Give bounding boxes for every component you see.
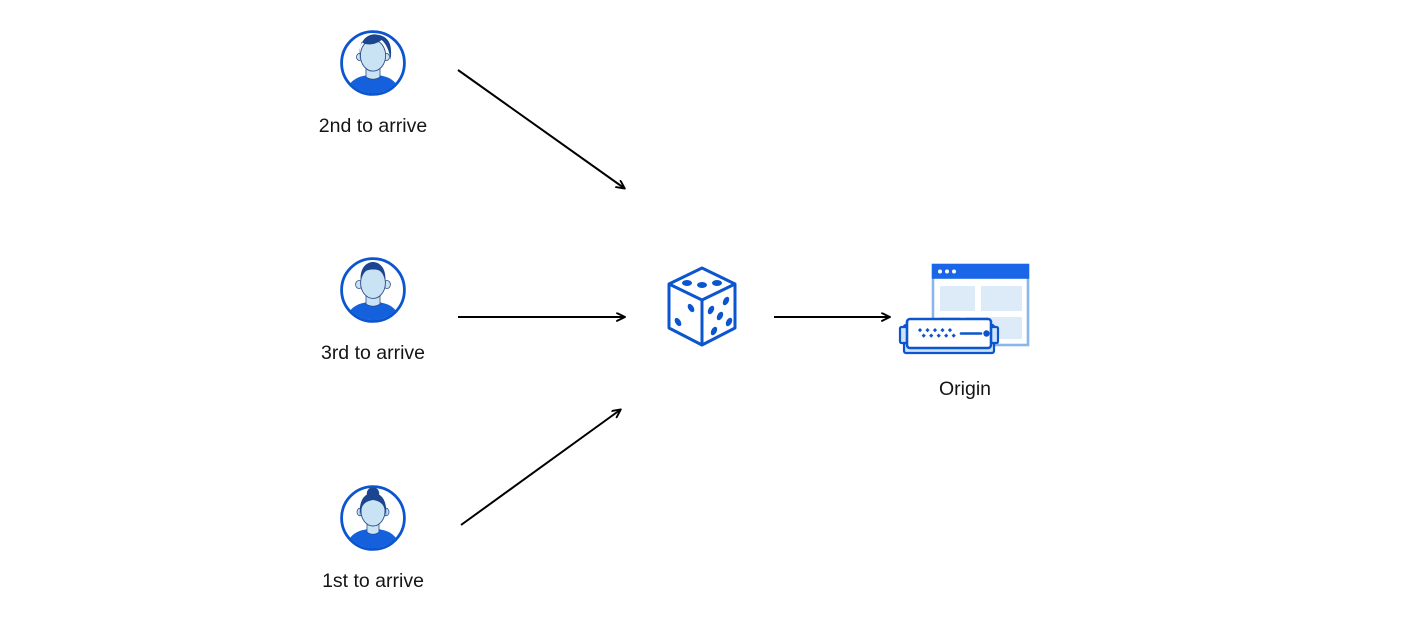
node-label-origin: Origin bbox=[938, 378, 992, 400]
node-user-first: 1st to arrive bbox=[293, 484, 453, 592]
node-origin: Origin bbox=[885, 261, 1045, 400]
dice-icon bbox=[667, 266, 737, 347]
man-swept-hair-avatar-icon bbox=[340, 30, 406, 96]
origin-server-icon bbox=[898, 263, 1029, 355]
node-label-user-third: 3rd to arrive bbox=[320, 342, 426, 364]
server-icon bbox=[898, 317, 999, 355]
woman-bun-avatar-icon bbox=[340, 485, 406, 551]
node-label-user-second: 2nd to arrive bbox=[318, 115, 428, 137]
arrow-user-second-to-dice bbox=[457, 69, 624, 188]
dice-pips bbox=[674, 280, 733, 336]
arrow-user-first-to-dice bbox=[460, 410, 620, 526]
node-label-user-first: 1st to arrive bbox=[322, 570, 424, 592]
node-user-third: 3rd to arrive bbox=[293, 256, 453, 364]
node-user-second: 2nd to arrive bbox=[293, 29, 453, 137]
man-short-hair-avatar-icon bbox=[340, 257, 406, 323]
